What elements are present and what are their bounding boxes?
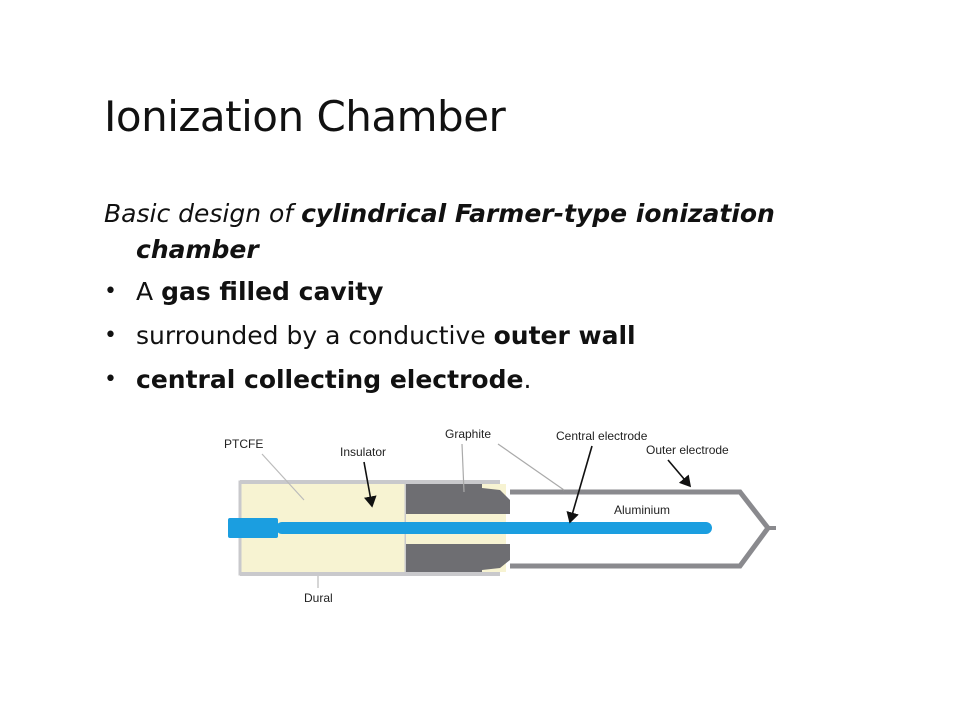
label-aluminium: Aluminium — [614, 503, 670, 517]
bullet-glyph: • — [104, 323, 117, 348]
bullet-bold: central collecting electrode — [136, 365, 524, 394]
electrode-stem — [228, 518, 278, 538]
bullet-prefix: surrounded by a conductive — [136, 321, 494, 350]
bullet-glyph: • — [104, 279, 117, 304]
intro-emphasis-cont: chamber — [136, 235, 259, 264]
intro-text: Basic design of cylindrical Farmer-type … — [104, 196, 824, 268]
bullet-bold: outer wall — [493, 321, 636, 350]
central-electrode-rod — [276, 522, 712, 534]
label-insulator: Insulator — [340, 445, 386, 459]
leader-central-electrode — [566, 445, 593, 524]
leader-outer-electrode — [667, 459, 692, 488]
bullet-suffix: . — [523, 365, 532, 394]
leader-ptcfe — [261, 453, 305, 501]
label-ptcfe: PTCFE — [224, 437, 263, 451]
label-central-electrode: Central electrode — [556, 429, 648, 443]
bullet-list: • A gas filled cavity • surrounded by a … — [104, 276, 864, 408]
graphite-top-block — [406, 484, 510, 514]
leader-graphite-outer — [497, 443, 565, 491]
intro-lead: Basic design of — [104, 199, 302, 228]
slide-title: Ionization Chamber — [104, 92, 506, 141]
bullet-glyph: • — [104, 367, 117, 392]
leader-graphite — [461, 443, 465, 493]
bullet-prefix: A — [136, 277, 162, 306]
farmer-chamber-diagram: PTCFE Insulator Graphite Central electro… — [224, 427, 776, 605]
bullet-item: • central collecting electrode. — [104, 364, 864, 408]
bullet-item: • surrounded by a conductive outer wall — [104, 320, 864, 364]
graphite-bottom-block — [406, 544, 510, 572]
label-dural: Dural — [304, 591, 333, 605]
bullet-bold: gas filled cavity — [161, 277, 384, 306]
label-graphite: Graphite — [445, 427, 491, 441]
label-outer-electrode: Outer electrode — [646, 443, 729, 457]
bullet-item: • A gas filled cavity — [104, 276, 864, 320]
intro-emphasis: cylindrical Farmer-type ionization — [301, 199, 775, 228]
leader-insulator — [363, 461, 377, 508]
